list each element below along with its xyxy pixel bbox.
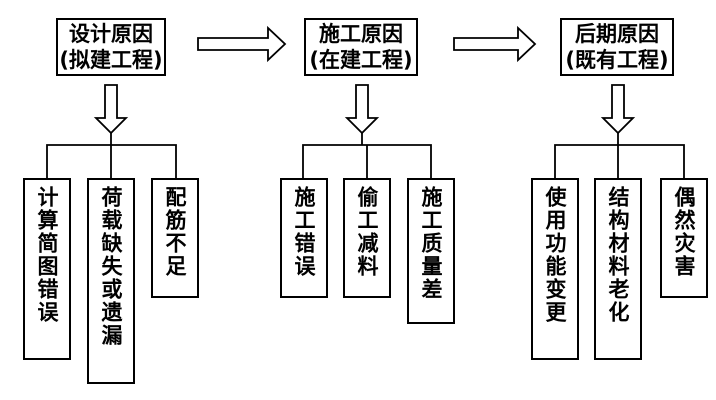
leaf-construction-2: 偷工减料 [343, 178, 391, 298]
leaf-later-1: 使用功能变更 [531, 178, 579, 360]
leaf-design-3: 配筋不足 [151, 178, 199, 298]
leaf-text: 偶然灾害 [672, 186, 696, 278]
heading-title: 后期原因 [575, 22, 659, 46]
leaf-text: 施工质量差 [419, 186, 443, 301]
arrow-down-3 [600, 84, 636, 135]
leaf-design-2: 荷载缺失或遗漏 [87, 178, 135, 384]
arrow-down-1 [93, 84, 129, 135]
arrow-right-1 [197, 25, 287, 63]
leaf-design-1: 计算简图错误 [23, 178, 71, 360]
leaf-text: 计算简图错误 [35, 186, 59, 324]
leaf-text: 配筋不足 [163, 186, 187, 278]
heading-title: 设计原因 [69, 22, 153, 46]
leaf-construction-3: 施工质量差 [407, 178, 455, 324]
heading-later-causes: 后期原因 (既有工程) [560, 18, 674, 76]
arrow-down-2 [344, 84, 380, 135]
heading-title: 施工原因 [319, 22, 403, 46]
heading-subtitle: (既有工程) [565, 48, 669, 72]
leaf-text: 施工错误 [292, 186, 316, 278]
heading-subtitle: (拟建工程) [59, 48, 163, 72]
leaf-text: 结构材料老化 [606, 186, 630, 324]
heading-design-causes: 设计原因 (拟建工程) [56, 18, 166, 76]
arrow-right-2 [453, 25, 537, 63]
leaf-later-3: 偶然灾害 [660, 178, 708, 298]
leaf-later-2: 结构材料老化 [594, 178, 642, 360]
leaf-text: 荷载缺失或遗漏 [99, 186, 123, 347]
leaf-text: 偷工减料 [355, 186, 379, 278]
leaf-text: 使用功能变更 [543, 186, 567, 324]
heading-construction-causes: 施工原因 (在建工程) [304, 18, 418, 76]
bracket-1 [46, 133, 177, 178]
leaf-construction-1: 施工错误 [280, 178, 328, 298]
bracket-2 [302, 133, 432, 178]
bracket-3 [554, 133, 685, 178]
heading-subtitle: (在建工程) [309, 48, 413, 72]
